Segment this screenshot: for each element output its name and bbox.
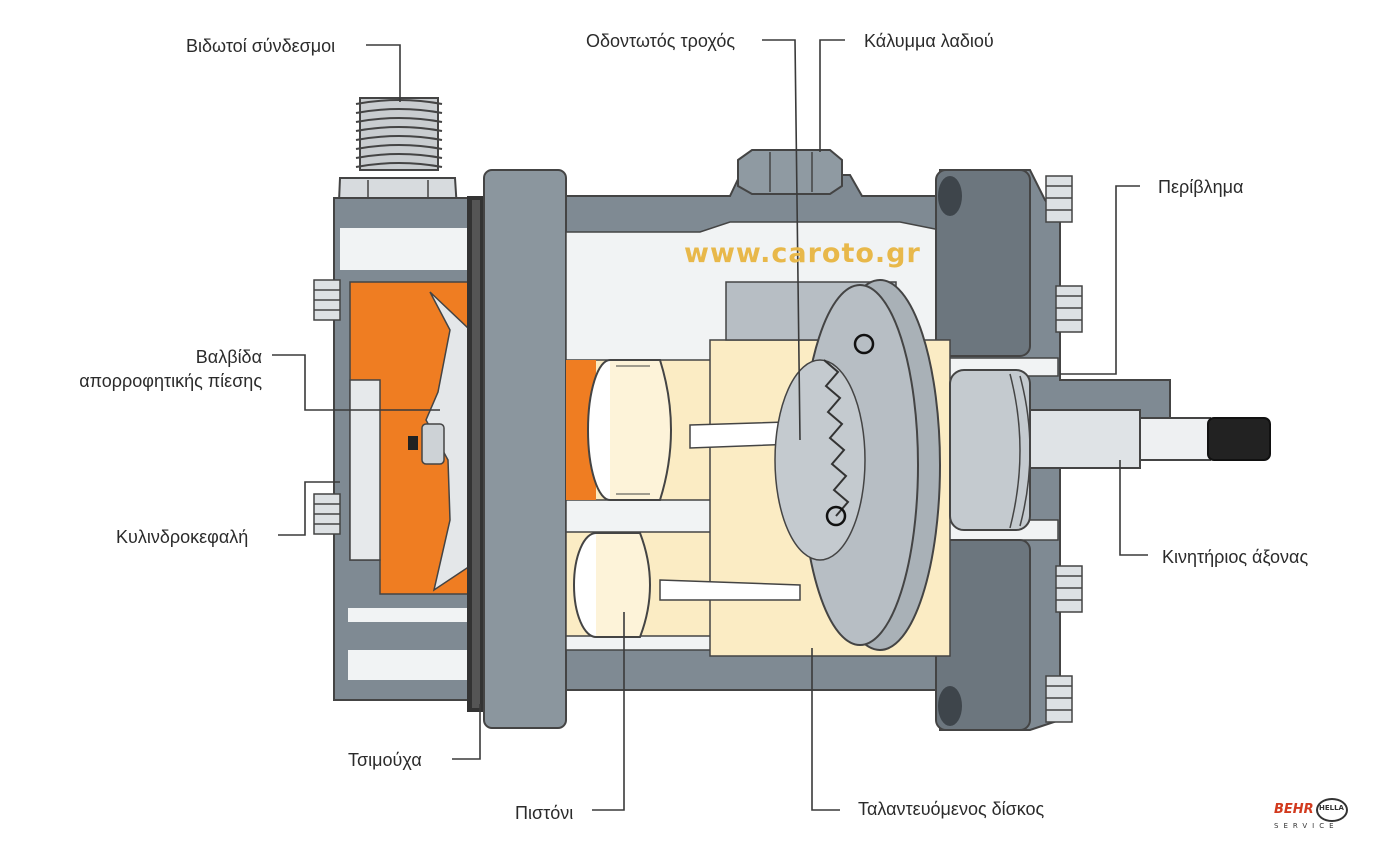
leader-housing	[1060, 185, 1140, 375]
leader-threaded-connectors	[366, 44, 401, 102]
label-drive-shaft: Κινητήριος άξονας	[1162, 547, 1309, 567]
label-suction-valve-line2: απορροφητικής πίεσης	[79, 371, 262, 391]
hella-logo-text: HELLA	[1319, 804, 1344, 812]
service-logo-text: SERVICE	[1274, 822, 1339, 830]
label-threaded-connectors: Βιδωτοί σύνδεσμοι	[186, 36, 336, 56]
cylinder-head-block	[313, 197, 478, 701]
label-gasket: Τσιμούχα	[348, 750, 422, 770]
watermark-text: www.caroto.gr	[684, 238, 921, 269]
leader-gear-wheel	[762, 39, 801, 441]
label-piston: Πιστόνι	[515, 803, 574, 823]
leader-drive-shaft	[1119, 460, 1148, 556]
leader-lines	[272, 39, 1148, 811]
label-suction-valve-line1: Βαλβίδα	[195, 347, 262, 367]
label-gear-wheel: Οδοντωτός τροχός	[586, 31, 736, 51]
behr-logo: BEHR	[1274, 802, 1314, 817]
swash-plate-assembly	[774, 279, 941, 651]
label-swash-plate: Ταλαντευόμενος δίσκος	[858, 799, 1045, 819]
leader-cylinder-head	[278, 481, 340, 536]
valve-plate	[483, 169, 567, 729]
label-oil-cover: Κάλυμμα λαδιού	[864, 31, 994, 51]
leader-swash-plate	[811, 648, 840, 811]
leader-suction-valve	[272, 354, 440, 411]
pistons	[573, 359, 851, 638]
gasket-core	[472, 200, 480, 708]
hella-logo: HELLA	[1316, 798, 1348, 822]
label-housing: Περίβλημα	[1158, 177, 1244, 197]
leader-oil-cover	[819, 39, 845, 152]
drive-shaft	[949, 369, 1271, 531]
leader-piston	[592, 612, 625, 811]
leader-gasket	[452, 704, 481, 760]
label-cylinder-head: Κυλινδροκεφαλή	[116, 527, 249, 547]
